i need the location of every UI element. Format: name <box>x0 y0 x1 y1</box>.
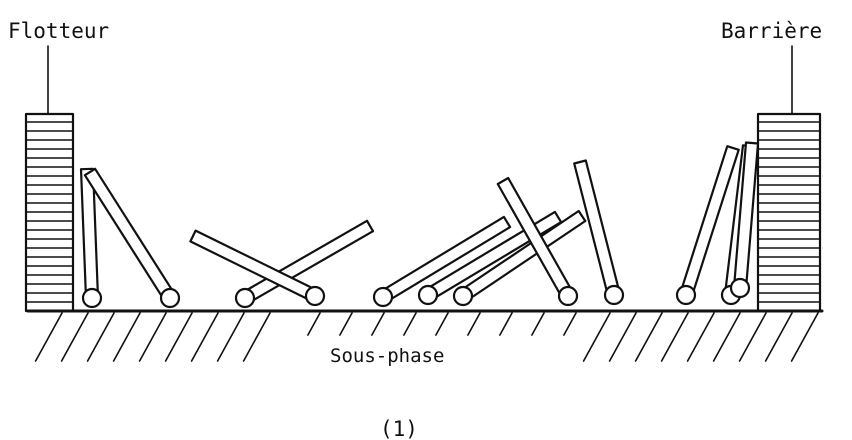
subphase-hatch-line <box>307 312 321 336</box>
barrier-label: Barrière <box>721 19 822 43</box>
subphase-hatch-line <box>216 312 245 362</box>
subphase-hatch-line <box>34 312 63 362</box>
rod-molecule <box>496 176 579 307</box>
subphase-hatching <box>34 312 819 362</box>
subphase-hatch-line <box>563 312 577 336</box>
rod-molecule <box>573 159 625 306</box>
subphase-hatch-line <box>764 312 793 362</box>
molecule-head <box>603 284 625 306</box>
molecule-head <box>304 285 326 307</box>
molecule-head <box>675 284 697 306</box>
subphase-hatch-line <box>499 312 513 336</box>
subphase-hatch-line <box>339 312 353 336</box>
subphase-hatch-line <box>686 312 715 362</box>
molecule-head <box>417 284 439 306</box>
subphase-label: Sous-phase <box>330 345 444 367</box>
subphase-hatch-line <box>371 312 385 336</box>
float-block <box>24 112 75 313</box>
molecule-head <box>729 277 751 299</box>
molecule-tail <box>573 159 621 298</box>
subphase-hatch-line <box>660 312 689 362</box>
subphase-hatch-line <box>712 312 741 362</box>
molecule-head <box>234 287 256 309</box>
molecule-head <box>557 285 579 307</box>
float-label: Flotteur <box>8 19 109 43</box>
molecules <box>79 141 760 309</box>
molecule-head <box>159 287 181 309</box>
subphase-hatch-line <box>738 312 767 362</box>
figure-number: (1) <box>380 417 418 440</box>
subphase-hatch-line <box>403 312 417 336</box>
subphase-hatch-line <box>435 312 449 336</box>
barrier-block <box>756 112 822 313</box>
rod-molecule <box>83 167 181 309</box>
rod-molecule <box>372 215 512 308</box>
subphase-hatch-line <box>138 312 167 362</box>
subphase-hatch-line <box>164 312 193 362</box>
rod-molecule <box>675 145 740 306</box>
subphase-hatch-line <box>60 312 89 362</box>
subphase-hatch-line <box>531 312 545 336</box>
molecule-head <box>372 286 394 308</box>
subphase-hatch-line <box>86 312 115 362</box>
molecule-head <box>452 285 474 307</box>
subphase-hatch-line <box>634 312 663 362</box>
subphase-hatch-line <box>608 312 637 362</box>
subphase-hatch-line <box>112 312 141 362</box>
subphase-hatch-line <box>467 312 481 336</box>
subphase-hatch-line <box>190 312 219 362</box>
molecule-head <box>81 287 103 309</box>
subphase-hatch-line <box>582 312 611 362</box>
subphase-hatch-line <box>790 312 819 362</box>
subphase-hatch-line <box>242 312 271 362</box>
rod-molecule <box>189 229 326 307</box>
rod-molecule <box>79 167 103 309</box>
rod-molecule <box>729 141 760 299</box>
